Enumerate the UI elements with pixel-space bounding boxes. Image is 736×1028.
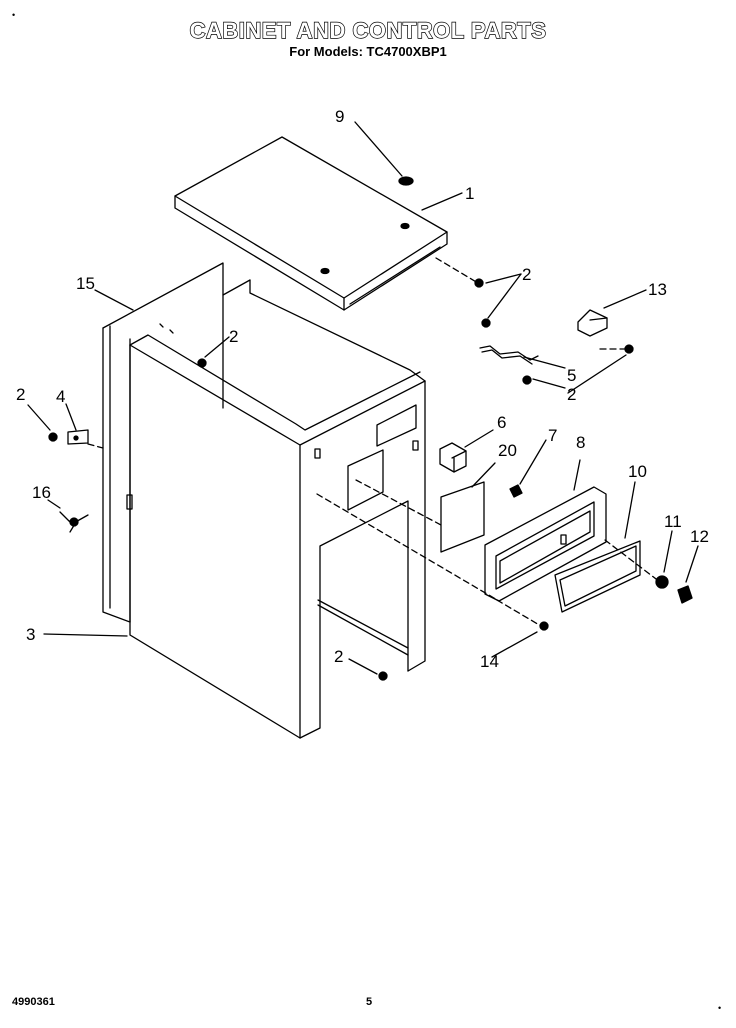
callout-2-left: 2 xyxy=(16,385,25,404)
callout-10: 10 xyxy=(628,462,647,481)
callout-20: 20 xyxy=(498,441,517,460)
lens-part xyxy=(554,540,641,613)
corner-mark-top-left: • xyxy=(12,10,16,20)
callout-8: 8 xyxy=(576,433,585,452)
callout-12: 12 xyxy=(690,527,709,546)
top-panel-part xyxy=(174,136,448,311)
screw-parts xyxy=(48,278,634,681)
callout-13: 13 xyxy=(648,280,667,299)
callout-2-bottom: 2 xyxy=(334,647,343,666)
leader-lines xyxy=(27,121,699,675)
plug-part xyxy=(398,176,414,186)
callout-15: 15 xyxy=(76,274,95,293)
corner-mark-bottom-right: • xyxy=(718,1003,722,1013)
cabinet-part xyxy=(126,279,426,739)
switch-part xyxy=(439,442,467,473)
clip-part xyxy=(509,484,523,498)
callout-6: 6 xyxy=(497,413,506,432)
diagram-title: CABINET AND CONTROL PARTS xyxy=(189,17,547,43)
knob-part xyxy=(59,511,89,533)
callout-2-cabinet-top: 2 xyxy=(229,327,238,346)
diagram-subtitle: For Models: TC4700XBP1 xyxy=(289,44,447,59)
cover-plate-part xyxy=(440,481,485,553)
bracket-part xyxy=(67,429,89,445)
bracket-strip-part xyxy=(479,345,539,365)
callout-5: 5 xyxy=(567,366,576,385)
callout-2-top: 2 xyxy=(522,265,531,284)
document-number: 4990361 xyxy=(12,996,55,1008)
callout-2-right: 2 xyxy=(567,385,576,404)
callout-11: 11 xyxy=(664,512,682,531)
callout-9: 9 xyxy=(335,107,344,126)
callout-7: 7 xyxy=(548,426,557,445)
alignment-lines xyxy=(87,257,661,627)
knob-11-part xyxy=(655,575,669,589)
rear-panel-part xyxy=(102,262,224,623)
knob-12-part xyxy=(677,585,693,604)
thermostat-part xyxy=(577,309,608,337)
callout-4: 4 xyxy=(56,387,65,406)
callout-labels: 9 1 2 15 2 13 2 4 5 2 6 20 7 8 16 10 11 … xyxy=(16,107,709,671)
callout-16: 16 xyxy=(32,483,51,502)
callout-1: 1 xyxy=(465,184,474,203)
callout-3: 3 xyxy=(26,625,35,644)
page-number: 5 xyxy=(366,996,373,1008)
callout-14: 14 xyxy=(480,652,499,671)
control-panel-part xyxy=(484,486,607,602)
